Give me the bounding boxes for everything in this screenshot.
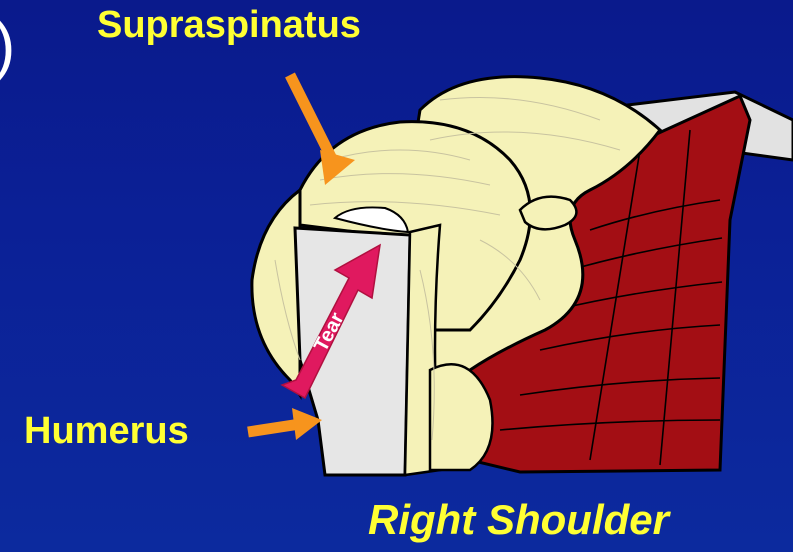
tuberosity: [252, 190, 300, 395]
humerus-arrow: [248, 408, 322, 440]
